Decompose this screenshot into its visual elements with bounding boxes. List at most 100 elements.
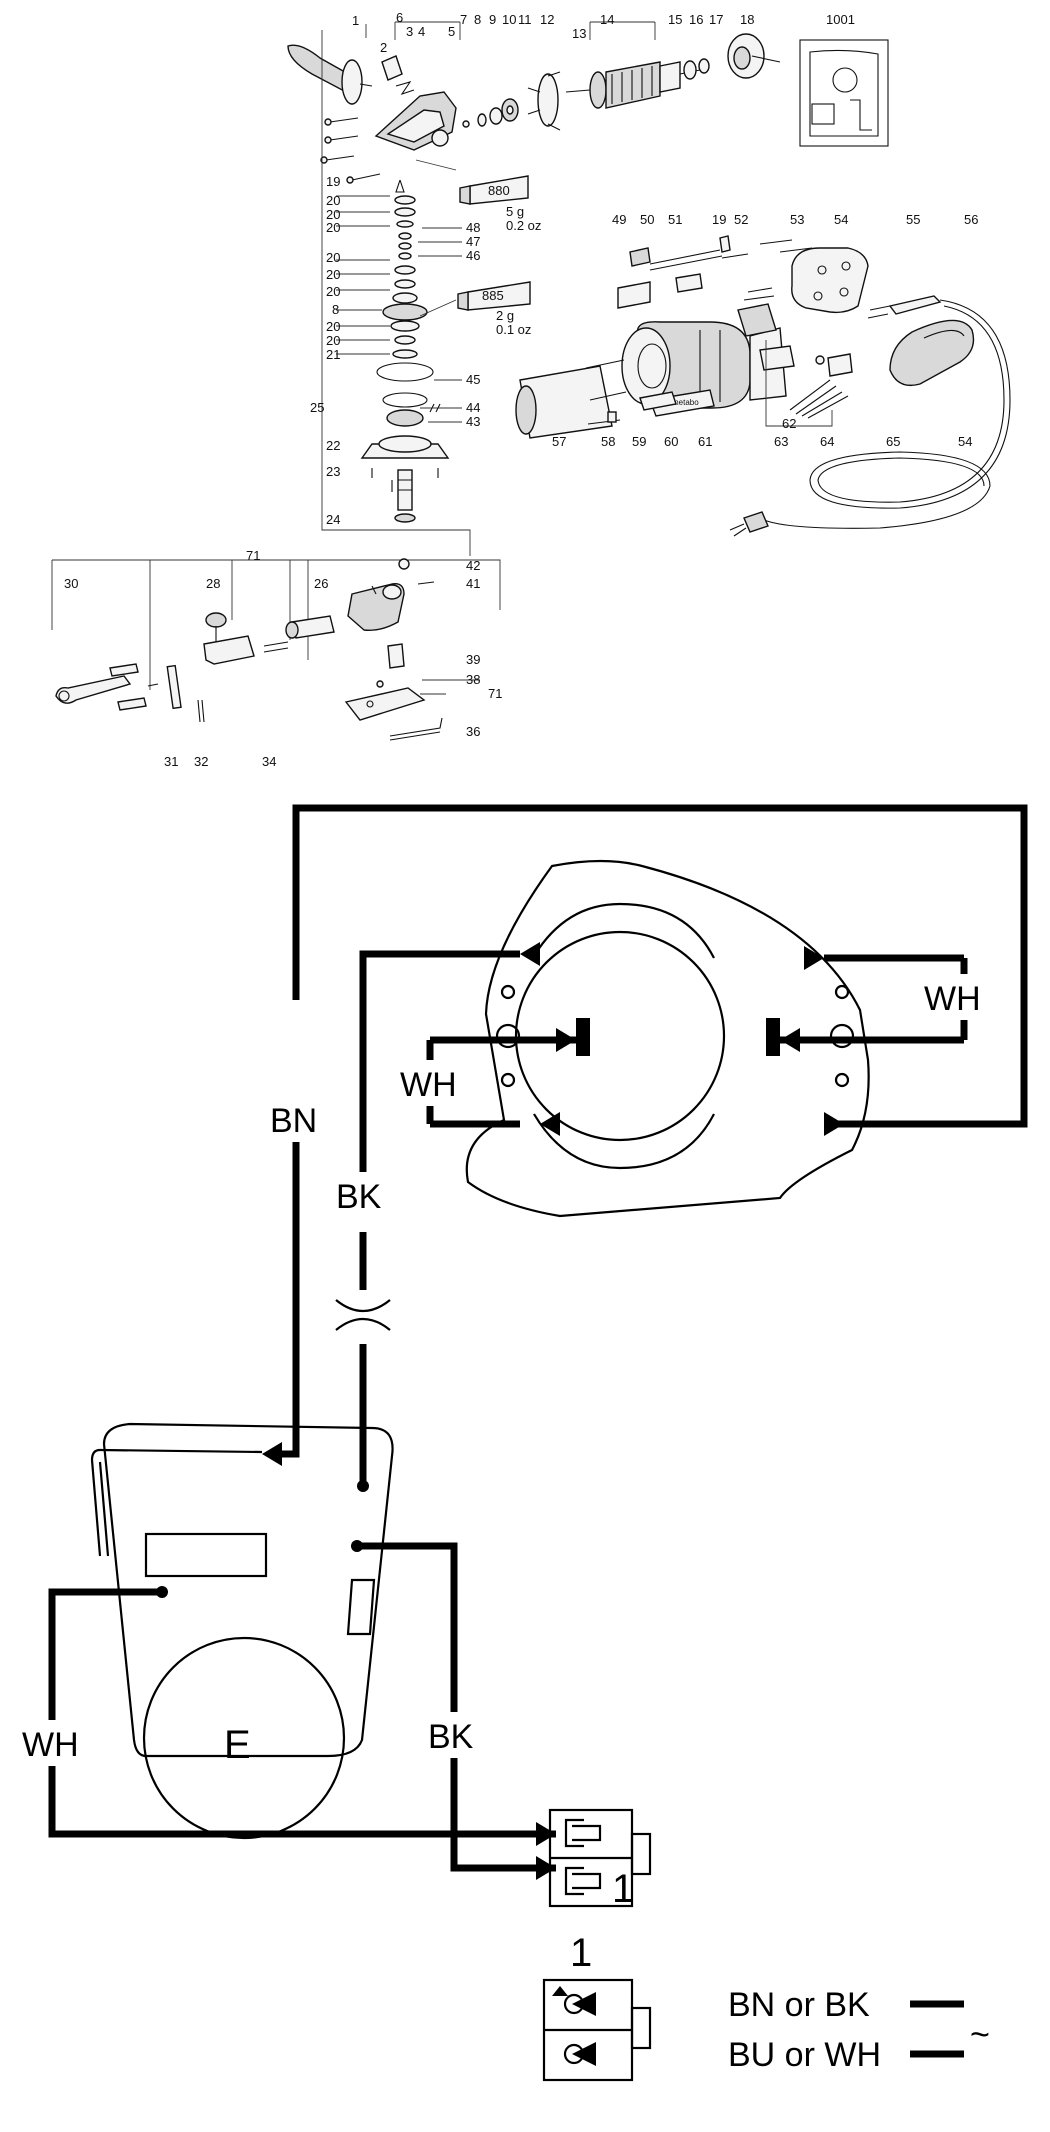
part-label-11: 11 [518, 12, 532, 27]
part-label-1001: 1001 [826, 12, 855, 27]
knob-28 [203, 612, 255, 665]
part-label-1: 1 [352, 13, 359, 28]
part-label-2: 2 [380, 40, 387, 55]
legend-number: 1 [570, 1931, 592, 1975]
part-number-labels: 1 2 3 4 5 6 7 8 9 10 11 12 13 14 15 16 1… [64, 10, 978, 769]
supply-legend: BN or BK BU or WH ~ [716, 1984, 990, 2074]
part-label-44: 44 [466, 400, 480, 415]
part-label-19: 19 [326, 174, 340, 189]
brush-right [766, 1018, 780, 1056]
grease-amount-885-g: 2 g [496, 308, 514, 323]
part-label-52: 52 [734, 212, 748, 227]
grease-tube-885: 885 2 g 0.1 oz [457, 281, 531, 337]
pin-31 [166, 664, 182, 710]
part-label-25: 25 [310, 400, 324, 415]
brand-label: metabo [672, 398, 699, 407]
part-7 [462, 120, 470, 128]
part-label-60: 60 [664, 434, 678, 449]
part-2 [381, 55, 403, 81]
part-label-71: 71 [246, 548, 260, 563]
part-label-31: 31 [164, 754, 178, 769]
wire-wh-lower [48, 1588, 556, 1838]
field-coil-57 [515, 359, 627, 439]
part-label-34: 34 [262, 754, 276, 769]
lock-lever-30 [55, 663, 159, 711]
part-label-55: 55 [906, 212, 920, 227]
part-label-54b: 54 [958, 434, 972, 449]
part-label-71b: 71 [488, 686, 502, 701]
label-bk-lower: BK [428, 1718, 474, 1756]
part-label-56: 56 [964, 212, 978, 227]
cover-plate [344, 687, 426, 721]
part-label-41: 41 [466, 576, 480, 591]
part-label-49: 49 [612, 212, 626, 227]
screws-53 [759, 239, 813, 253]
part-39 [387, 643, 405, 669]
part-label-15: 15 [668, 12, 682, 27]
part-label-22: 22 [326, 438, 340, 453]
label-plate-61 [649, 389, 715, 417]
electronics-label: E [224, 1723, 251, 1767]
label-wh-lower: WH [22, 1726, 79, 1764]
switch-1: 1 [548, 1808, 652, 1911]
electronics-module: E [90, 1422, 394, 1840]
legend-line-top: BN or BK [728, 1986, 870, 2024]
label-wh-right: WH [924, 980, 981, 1018]
wire-bk-top [359, 950, 520, 1212]
part-label-50: 50 [640, 212, 654, 227]
part-60 [639, 391, 677, 411]
part-label-39: 39 [466, 652, 480, 667]
part-label-20e: 20 [326, 267, 340, 282]
part-label-16: 16 [689, 12, 703, 27]
switch-slide [617, 235, 749, 309]
part-label-58: 58 [601, 434, 615, 449]
grease-code-885: 885 [482, 288, 504, 303]
part-label-64: 64 [820, 434, 834, 449]
part-label-36: 36 [466, 724, 480, 739]
part-label-47: 47 [466, 234, 480, 249]
handle-cover-54 [791, 247, 869, 314]
switch-assembly [737, 287, 853, 419]
part-label-19b: 19 [712, 212, 726, 227]
part-label-42: 42 [466, 558, 480, 573]
grease-code-880: 880 [488, 183, 510, 198]
part-label-59: 59 [632, 434, 646, 449]
brush-left [576, 1018, 590, 1056]
part-label-20h: 20 [326, 333, 340, 348]
part-label-20d: 20 [326, 250, 340, 265]
part-label-65: 65 [886, 434, 900, 449]
part-label-61: 61 [698, 434, 712, 449]
part-label-20a: 20 [326, 193, 340, 208]
part-label-13: 13 [572, 26, 586, 41]
part-label-14: 14 [600, 12, 614, 27]
screws-19 [320, 117, 381, 184]
label-bn: BN [270, 1102, 317, 1140]
wiring-diagram: E 1 1 BN BK WH [20, 804, 1028, 2082]
part-label-62: 62 [782, 416, 796, 431]
part-label-20c: 20 [326, 220, 340, 235]
side-handle [287, 44, 373, 105]
gear-head-housing [374, 91, 457, 151]
armature-14 [565, 61, 701, 109]
part-label-53: 53 [790, 212, 804, 227]
grease-tube-880: 880 5 g 0.2 oz [459, 175, 541, 233]
part-label-4: 4 [418, 24, 425, 39]
label-wh-left: WH [400, 1066, 457, 1104]
spring-32 [197, 699, 205, 723]
detail-1001-frame [799, 39, 889, 147]
part-label-26: 26 [314, 576, 328, 591]
legend-line-bottom: BU or WH [728, 2036, 881, 2074]
part-label-23: 23 [326, 464, 340, 479]
wire-legend-tails [910, 2000, 964, 2058]
plug-connector [335, 1299, 391, 1331]
part-label-18: 18 [740, 12, 754, 27]
part-label-5: 5 [448, 24, 455, 39]
bearing-cover-18 [727, 33, 781, 79]
part-label-20b: 20 [326, 207, 340, 222]
rear-handle-54 [889, 319, 975, 387]
part-label-21: 21 [326, 347, 340, 362]
part-42 [398, 558, 410, 570]
part-label-8b: 8 [332, 302, 339, 317]
spring-3 [395, 81, 415, 96]
